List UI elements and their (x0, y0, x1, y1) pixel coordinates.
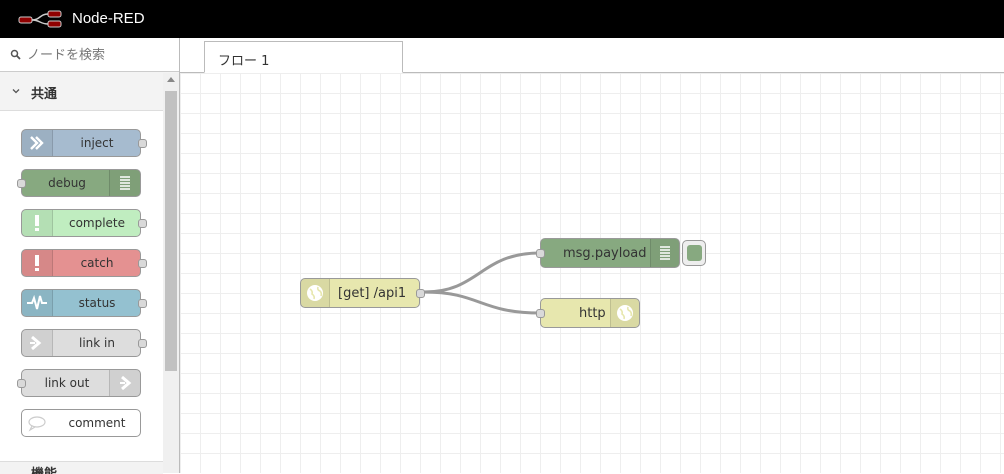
palette-node-comment[interactable]: comment (21, 409, 141, 437)
chevron-down-icon (12, 89, 20, 94)
link-in-icon (22, 330, 53, 356)
palette-node-inject[interactable]: inject (21, 129, 147, 157)
palette-node-status[interactable]: status (21, 289, 147, 317)
palette-node-catch[interactable]: catch (21, 249, 147, 277)
flow-node-debug[interactable]: msg.payload (536, 238, 680, 268)
palette-node-label: inject (80, 136, 114, 150)
flow-node-http-in[interactable]: [get] /api1 (300, 278, 425, 308)
globe-icon (610, 299, 639, 327)
palette-next-category[interactable]: 機能 (0, 461, 163, 474)
output-port (138, 259, 147, 268)
palette-node-label: status (78, 296, 116, 310)
palette-node-label: debug (48, 176, 86, 190)
palette-search-input[interactable] (27, 45, 172, 65)
debug-toggle-button[interactable] (682, 240, 706, 266)
alert-icon (22, 250, 53, 276)
flow-node-label: msg.payload (563, 246, 647, 261)
flow-node-label: [get] /api1 (338, 286, 407, 301)
workspace-canvas[interactable]: [get] /api1 msg.payload http (180, 73, 1004, 473)
node-red-logo (18, 10, 62, 28)
app-title: Node-RED (72, 10, 145, 27)
scrollbar-thumb[interactable] (165, 91, 177, 371)
output-port (138, 219, 147, 228)
flow-node-http-response[interactable]: http (536, 298, 640, 328)
output-port (138, 139, 147, 148)
globe-icon (301, 279, 330, 307)
output-port[interactable] (416, 289, 425, 298)
list-icon (109, 170, 140, 196)
palette-category-header[interactable]: 共通 (0, 73, 163, 111)
palette-node-debug[interactable]: debug (17, 169, 141, 197)
alert-icon (22, 210, 53, 236)
arrow-in-icon (22, 130, 53, 156)
debug-toggle-indicator (687, 245, 702, 261)
palette-node-label: link in (79, 336, 115, 350)
palette-node-link-in[interactable]: link in (21, 329, 147, 357)
palette-sidebar: 共通 inject debug (0, 38, 180, 474)
input-port (17, 179, 26, 188)
palette-node-label: complete (68, 216, 126, 230)
palette-category-label: 共通 (31, 87, 58, 102)
scroll-up-icon[interactable] (167, 77, 175, 82)
output-port (138, 299, 147, 308)
comment-icon (22, 410, 52, 436)
link-out-icon (109, 370, 140, 396)
flow-node-label: http (579, 306, 606, 321)
tab-flow-1[interactable]: フロー 1 (204, 41, 403, 73)
input-port[interactable] (536, 249, 545, 258)
tab-label: フロー 1 (218, 54, 270, 69)
palette-node-label: link out (44, 376, 90, 390)
search-icon (10, 49, 21, 60)
header-bar: Node-RED (0, 0, 1004, 38)
palette-node-label: catch (80, 256, 114, 270)
palette-scrollbar[interactable] (163, 73, 179, 473)
list-icon (650, 239, 679, 267)
palette-next-category-label: 機能 (31, 463, 57, 474)
palette-node-label: comment (68, 416, 126, 430)
wires (423, 251, 541, 315)
output-port (138, 339, 147, 348)
input-port (17, 379, 26, 388)
input-port[interactable] (536, 309, 545, 318)
workspace-tabs: フロー 1 (180, 38, 1004, 73)
palette-node-complete[interactable]: complete (21, 209, 147, 237)
palette-search (0, 38, 179, 72)
palette-node-link-out[interactable]: link out (17, 369, 141, 397)
pulse-icon (22, 290, 53, 316)
palette-category-body: inject debug complete (0, 111, 163, 461)
